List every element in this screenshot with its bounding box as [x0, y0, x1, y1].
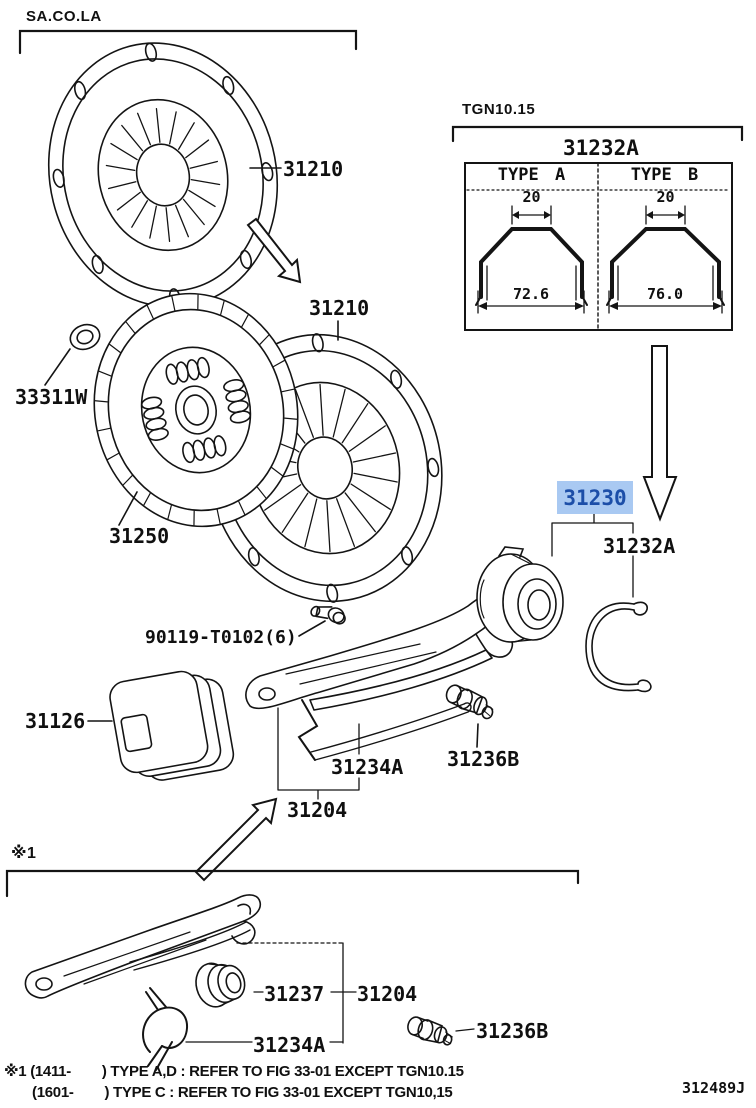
footnote-line-2: (1601- ) TYPE C : REFER TO FIG 33-01 EXC…	[32, 1084, 453, 1101]
part-label-fork-spring-bottom[interactable]: 31234A	[253, 1033, 326, 1057]
part-label-fork-mid[interactable]: 31204	[287, 798, 348, 822]
inset-group-bracket	[451, 125, 744, 143]
damper-spring	[140, 396, 169, 441]
part-label-bushing[interactable]: 33311W	[15, 385, 88, 409]
inset-col-a-header: TYPE A	[497, 165, 566, 185]
part-label-bearing-clip[interactable]: 31232A	[603, 534, 676, 558]
bottom-callout-lines	[185, 942, 475, 1044]
damper-spring	[165, 356, 210, 385]
fork-bottom-drawing	[24, 894, 262, 999]
part-label-boot[interactable]: 31126	[25, 709, 86, 733]
fork-spring-bottom-drawing	[142, 987, 189, 1071]
flow-arrow-inset	[642, 345, 678, 522]
pivot-bolt-bottom-drawing	[407, 1016, 453, 1046]
bottom-group-bracket	[5, 869, 580, 898]
figure-code: 312489J	[682, 1079, 746, 1097]
damper-spring	[182, 435, 227, 464]
boot-drawing	[109, 670, 235, 781]
bracket-bearing	[551, 513, 634, 598]
clutch-disc-drawing	[93, 292, 299, 528]
part-label-bolt-set[interactable]: 90119-T0102(6)	[145, 627, 297, 648]
part-label-carrier-bottom[interactable]: 31237	[264, 982, 325, 1006]
main-group-bracket	[18, 29, 358, 55]
pointer-pivot-mid	[476, 723, 479, 748]
part-label-clutch-cover-mid[interactable]: 31210	[309, 296, 370, 320]
clip-profile-b	[606, 205, 725, 314]
clutch-cover-top-drawing	[47, 42, 279, 308]
pointer-bolt	[298, 620, 326, 637]
dim-a-bottom: 72.6	[512, 285, 550, 303]
clip-profile-a	[475, 205, 588, 314]
main-group-label: SA.CO.LA	[26, 8, 102, 25]
bushing-drawing	[69, 323, 101, 351]
release-bearing-drawing	[476, 546, 564, 643]
dim-a-top: 20	[522, 188, 541, 206]
bottom-group-marker: ※1	[11, 845, 37, 862]
part-label-pivot-bolt-mid[interactable]: 31236B	[447, 747, 520, 771]
part-label-clutch-disc[interactable]: 31250	[109, 524, 170, 548]
part-label-pivot-bolt-bottom[interactable]: 31236B	[476, 1019, 549, 1043]
pivot-bolt-mid-drawing	[445, 684, 494, 720]
pointer-bushing	[44, 348, 71, 386]
fork-spring-mid-drawing	[297, 699, 472, 761]
bolt-drawing	[310, 605, 346, 625]
part-label-fork-spring-mid[interactable]: 31234A	[331, 755, 404, 779]
inset-col-b-header: TYPE B	[630, 165, 699, 185]
flow-arrow-top	[246, 217, 302, 284]
pointer-disc	[118, 491, 138, 526]
flow-arrow-mid	[194, 797, 278, 882]
part-label-clutch-cover-top[interactable]: 31210	[283, 157, 344, 181]
part-label-bearing-highlighted[interactable]: 31230	[557, 481, 633, 514]
inset-group-label: TGN10.15	[462, 101, 536, 118]
bracket-fork-mid	[277, 707, 360, 800]
damper-spring	[223, 379, 252, 424]
dim-b-top: 20	[656, 188, 675, 206]
bearing-clip-drawing	[585, 601, 652, 693]
dim-b-bottom: 76.0	[646, 285, 684, 303]
footnote-line-1: ※1 (1411- ) TYPE A,D : REFER TO FIG 33-0…	[4, 1063, 464, 1080]
inset-title[interactable]: 31232A	[563, 136, 639, 160]
part-label-fork-bottom[interactable]: 31204	[357, 982, 418, 1006]
carrier-drawing	[195, 962, 246, 1008]
